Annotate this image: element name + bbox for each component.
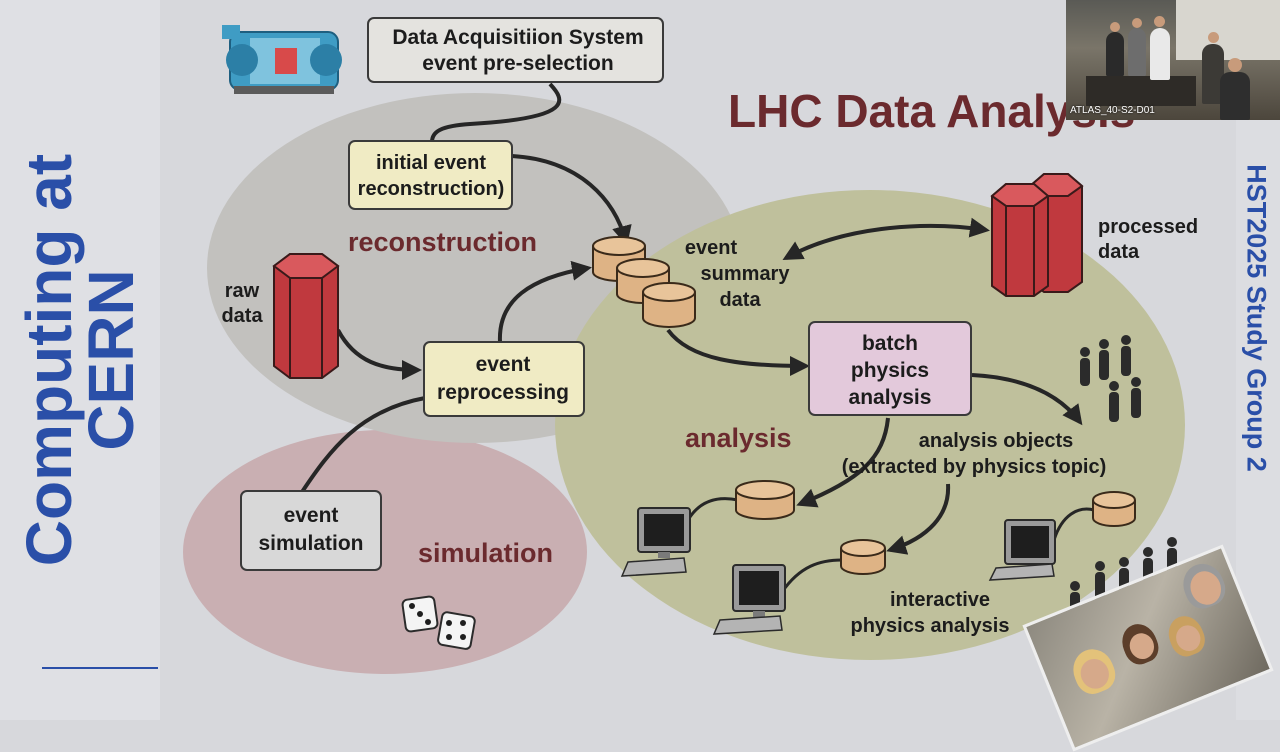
processed-data-label-line2: data: [1098, 241, 1140, 263]
initial-reconstruction-line2: reconstruction): [358, 178, 505, 200]
daq-label-line1: Data Acquisitiion System: [392, 26, 643, 49]
webcam-video-overlay[interactable]: ATLAS_40-S2-D01: [1066, 0, 1280, 120]
interactive-analysis-line2: physics analysis: [851, 615, 1010, 637]
webcam-person-head: [1132, 18, 1142, 28]
webcam-caption: ATLAS_40-S2-D01: [1070, 105, 1155, 116]
webcam-person: [1220, 72, 1250, 120]
batch-analysis-line2: physics: [851, 359, 929, 382]
reprocessing-to-esd-arrow: [497, 260, 592, 343]
webcam-background-wall: [1176, 0, 1280, 60]
physicists-group-icon: [1080, 335, 1141, 422]
analysis-object-disk-icon: [1092, 491, 1136, 527]
esd-label-line3: data: [719, 289, 761, 311]
lhc-data-flow-diagram: LHC Data Analysis reconstruction simulat…: [183, 17, 1198, 674]
event-simulation-line2: simulation: [258, 532, 363, 555]
daq-label-line2: event pre-selection: [422, 52, 613, 75]
batch-analysis-line3: analysis: [849, 386, 932, 409]
webcam-person: [1202, 44, 1224, 104]
analysis-objects-line2: (extracted by physics topic): [842, 456, 1107, 478]
computer-icon: [712, 564, 786, 635]
atlas-detector-icon: [222, 25, 342, 94]
event-reprocessing-line2: reprocessing: [437, 381, 569, 404]
event-simulation-line1: event: [284, 504, 339, 527]
batch-to-people-arrow: [971, 373, 1083, 426]
initial-to-esd-arrow: [511, 154, 632, 246]
left-sidebar: [0, 0, 160, 720]
simulation-label: simulation: [418, 538, 553, 568]
esd-label-line2: summary: [701, 263, 791, 285]
event-summary-data-disks-icon: [592, 236, 696, 328]
computer-icon: [620, 507, 691, 577]
webcam-person-head: [1228, 58, 1242, 72]
batch-analysis-line1: batch: [862, 332, 918, 355]
daq-to-initial-connector: [430, 82, 562, 143]
webcam-person-head: [1154, 16, 1165, 27]
raw-data-storage-icon: [272, 253, 340, 379]
raw-data-label-line2: data: [221, 305, 263, 327]
webcam-person: [1106, 32, 1124, 76]
esd-label-line1: event: [685, 237, 738, 259]
analysis-object-disk-icon: [840, 539, 886, 575]
event-reprocessing-line1: event: [476, 353, 531, 376]
webcam-person-head: [1208, 32, 1219, 43]
daq-box: [367, 17, 664, 83]
event-simulation-box: [240, 490, 382, 571]
computer-icon: [988, 519, 1056, 581]
dice-icon: [401, 595, 476, 650]
left-divider: [42, 667, 158, 669]
processed-data-storage-icon: [990, 173, 1084, 297]
interactive-analysis-line1: interactive: [890, 589, 990, 611]
esd-to-batch-arrow: [666, 328, 810, 376]
initial-reconstruction-line1: initial event: [376, 152, 486, 174]
computer1-disk-connector: [686, 497, 739, 521]
esd-processed-double-arrow: [782, 217, 990, 260]
analysis-objects-line1: analysis objects: [919, 430, 1074, 452]
batch-to-objects-arrow: [796, 417, 890, 508]
analysis-object-disk-icon: [735, 480, 795, 520]
processed-data-label-line1: processed: [1098, 216, 1198, 238]
analysis-label: analysis: [685, 423, 792, 453]
computer2-disk-connector: [780, 558, 843, 593]
webcam-person: [1150, 28, 1170, 80]
raw-data-label-line1: raw: [225, 280, 260, 302]
objects-to-disk-arrow: [886, 483, 951, 555]
computer3-disk-connector: [1052, 507, 1095, 541]
webcam-person-head: [1110, 22, 1120, 32]
webcam-table: [1086, 76, 1196, 106]
batch-analysis-box: [808, 321, 972, 416]
reconstruction-label: reconstruction: [348, 227, 537, 257]
webcam-person: [1128, 28, 1146, 76]
simulation-to-reprocessing-connector: [300, 396, 426, 494]
initial-reconstruction-box: [348, 140, 513, 210]
raw-to-reprocessing-arrow: [336, 329, 422, 380]
event-reprocessing-box: [423, 341, 585, 417]
